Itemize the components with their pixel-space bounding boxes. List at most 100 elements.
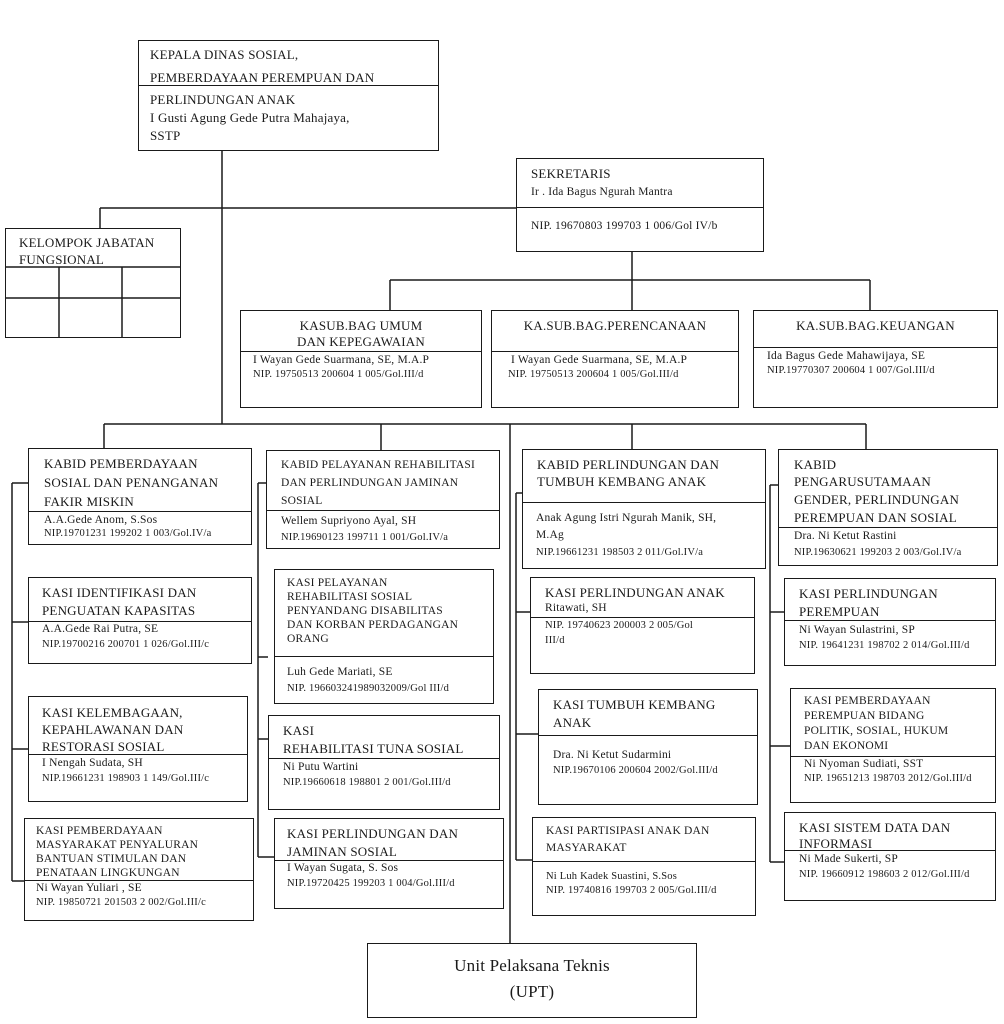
- fungsional-title-line2: FUNGSIONAL: [19, 252, 105, 267]
- kasi-sistem-data-l2: INFORMASI: [799, 836, 873, 851]
- kasi-perlindungan-perempuan-name: Ni Wayan Sulastrini, SP: [799, 624, 915, 636]
- kepala-dinas-box: [138, 40, 439, 151]
- kasi-kelembagaan-box: [28, 696, 248, 802]
- kasi-pelayanan-rehabilitasi-l2: REHABILITASI SOSIAL: [287, 591, 413, 603]
- kasi-kelembagaan-l2: KEPAHLAWANAN DAN: [42, 722, 184, 737]
- kasi-pelayanan-rehabilitasi-l4: DAN KORBAN PERDAGANGAN: [287, 619, 459, 631]
- kasi-kelembagaan-nip: NIP.19661231 198903 1 149/Gol.III/c: [42, 773, 210, 784]
- kasi-pemberdayaan-masyarakat-l4: PENATAAN LINGKUNGAN: [36, 867, 180, 879]
- kasi-partisipasi-anak-nip: NIP. 19740816 199703 2 005/Gol.III/d: [546, 885, 717, 896]
- kasi-perlindungan-jaminan-l2: JAMINAN SOSIAL: [287, 844, 398, 859]
- kasi-tumbuh-kembang-box: [538, 689, 758, 805]
- kasi-perlindungan-anak-name: Ritawati, SH: [545, 602, 607, 614]
- subbag-keuangan-divider: [754, 347, 997, 348]
- kasi-kelembagaan-l1: KASI KELEMBAGAAN,: [42, 705, 183, 720]
- kasi-kelembagaan-l3: RESTORASI SOSIAL: [42, 739, 165, 754]
- kabid-gender-divider: [779, 527, 997, 528]
- kasi-pelayanan-rehabilitasi-box: [274, 569, 494, 704]
- kasi-identifikasi-divider: [29, 621, 251, 622]
- kepala-title-line2: PEMBERDAYAAN PEREMPUAN DAN: [150, 70, 375, 85]
- kasi-tuna-sosial-divider: [269, 758, 499, 759]
- kasi-pelayanan-rehabilitasi-l5: ORANG: [287, 633, 329, 645]
- kasi-pemberdayaan-perempuan-name: Ni Nyoman Sudiati, SST: [804, 758, 924, 770]
- kasi-pelayanan-rehabilitasi-l1: KASI PELAYANAN: [287, 577, 388, 589]
- kasi-sistem-data-l1: KASI SISTEM DATA DAN: [799, 820, 951, 835]
- kasi-tuna-sosial-box: [268, 715, 500, 810]
- kabid-rehabilitasi-l2: DAN PERLINDUNGAN JAMINAN: [281, 477, 459, 489]
- kasi-identifikasi-nip: NIP.19700216 200701 1 026/Gol.III/c: [42, 639, 210, 650]
- kabid-rehabilitasi-name: Wellem Supriyono Ayal, SH: [281, 515, 417, 527]
- kabid-perlindungan-anak-nip: NIP.19661231 198503 2 011/Gol.IV/a: [536, 547, 704, 558]
- kabid-rehabilitasi-l1: KABID PELAYANAN REHABILITASI: [281, 459, 476, 471]
- kasi-pemberdayaan-masyarakat-name: Ni Wayan Yuliari , SE: [36, 882, 142, 894]
- kabid-gender-nip: NIP.19630621 199203 2 003/Gol.IV/a: [794, 547, 962, 558]
- kasi-perlindungan-perempuan-divider: [785, 620, 995, 621]
- kasi-perlindungan-anak-l1: KASI PERLINDUNGAN ANAK: [545, 585, 725, 600]
- kasi-pelayanan-rehabilitasi-name: Luh Gede Mariati, SE: [287, 666, 393, 678]
- kasi-partisipasi-anak-box: [532, 817, 756, 916]
- fungsional-box: [5, 228, 181, 338]
- subbag-keuangan-name: Ida Bagus Gede Mahawijaya, SE: [767, 350, 926, 362]
- kasi-pelayanan-rehabilitasi-divider: [275, 656, 493, 657]
- kasi-perlindungan-jaminan-divider: [275, 860, 503, 861]
- kabid-rehabilitasi-box: [266, 450, 500, 549]
- kasi-pemberdayaan-perempuan-l3: POLITIK, SOSIAL, HUKUM: [804, 725, 949, 737]
- kabid-pemberdayaan-name: A.A.Gede Anom, S.Sos: [44, 514, 158, 526]
- subbag-umum-name: I Wayan Gede Suarmana, SE, M.A.P: [253, 354, 430, 366]
- kasi-perlindungan-jaminan-box: [274, 818, 504, 909]
- subbag-perencanaan-title: KA.SUB.BAG.PERENCANAAN: [523, 318, 707, 333]
- subbag-keuangan-box: [753, 310, 998, 408]
- kasi-pelayanan-rehabilitasi-l3: PENYANDANG DISABILITAS: [287, 605, 443, 617]
- kabid-perlindungan-anak-divider: [523, 502, 765, 503]
- kepala-name-line2: SSTP: [150, 128, 181, 143]
- kepala-title-line3: PERLINDUNGAN ANAK: [150, 92, 296, 107]
- kabid-rehabilitasi-nip: NIP.19690123 199711 1 001/Gol.IV/a: [281, 532, 449, 543]
- kasi-perlindungan-anak-nip: NIP. 19740623 200003 2 005/Gol: [545, 620, 694, 631]
- fungsional-title-line1: KELOMPOK JABATAN: [19, 235, 155, 250]
- kasi-perlindungan-perempuan-l2: PEREMPUAN: [799, 604, 880, 619]
- kasi-pemberdayaan-masyarakat-box: [24, 818, 254, 921]
- subbag-umum-box: [240, 310, 482, 408]
- sekretaris-nip: NIP. 19670803 199703 1 006/Gol IV/b: [531, 220, 718, 232]
- kepala-divider: [139, 85, 438, 86]
- kabid-pemberdayaan-l3: FAKIR MISKIN: [44, 494, 134, 509]
- kasi-sistem-data-divider: [785, 850, 995, 851]
- kasi-pemberdayaan-perempuan-box: [790, 688, 996, 803]
- subbag-keuangan-title: KA.SUB.BAG.KEUANGAN: [796, 318, 955, 333]
- kasi-tumbuh-kembang-divider: [539, 735, 757, 736]
- kasi-partisipasi-anak-name: Ni Luh Kadek Suastini, S.Sos: [546, 871, 678, 882]
- kasi-tumbuh-kembang-l1: KASI TUMBUH KEMBANG: [553, 697, 716, 712]
- kasi-pemberdayaan-masyarakat-l2: MASYARAKAT PENYALURAN: [36, 839, 199, 851]
- kabid-pemberdayaan-l2: SOSIAL DAN PENANGANAN: [44, 475, 219, 490]
- kasi-identifikasi-l1: KASI IDENTIFIKASI DAN: [42, 585, 197, 600]
- kabid-pemberdayaan-nip: NIP.19701231 199202 1 003/Gol.IV/a: [44, 528, 212, 539]
- kasi-partisipasi-anak-l1: KASI PARTISIPASI ANAK DAN: [546, 825, 710, 837]
- kabid-gender-l4: PEREMPUAN DAN SOSIAL: [794, 510, 957, 525]
- kasi-pelayanan-rehabilitasi-nip: NIP. 196603241989032009/Gol III/d: [287, 683, 450, 694]
- kepala-title-line1: KEPALA DINAS SOSIAL,: [150, 47, 299, 62]
- kasi-pemberdayaan-perempuan-nip: NIP. 19651213 198703 2012/Gol.III/d: [804, 773, 972, 784]
- kabid-perlindungan-anak-l2: TUMBUH KEMBANG ANAK: [537, 474, 707, 489]
- subbag-perencanaan-name: I Wayan Gede Suarmana, SE, M.A.P: [511, 354, 688, 366]
- kasi-tuna-sosial-l2: REHABILITASI TUNA SOSIAL: [283, 741, 464, 756]
- kabid-perlindungan-anak-name: Anak Agung Istri Ngurah Manik, SH,: [536, 512, 717, 524]
- kasi-sistem-data-name: Ni Made Sukerti, SP: [799, 853, 898, 865]
- subbag-keuangan-nip: NIP.19770307 200604 1 007/Gol.III/d: [767, 365, 935, 376]
- kasi-tumbuh-kembang-name: Dra. Ni Ketut Sudarmini: [553, 749, 672, 761]
- kasi-pemberdayaan-masyarakat-l3: BANTUAN STIMULAN DAN: [36, 853, 187, 865]
- kasi-perlindungan-jaminan-l1: KASI PERLINDUNGAN DAN: [287, 826, 459, 841]
- kabid-gender-l3: GENDER, PERLINDUNGAN: [794, 492, 960, 507]
- kabid-gender-l1: KABID: [794, 457, 837, 472]
- subbag-umum-divider: [241, 351, 481, 352]
- kasi-tuna-sosial-name: Ni Putu Wartini: [283, 761, 359, 773]
- kasi-pemberdayaan-perempuan-l1: KASI PEMBERDAYAAN: [804, 695, 931, 707]
- kabid-perlindungan-anak-box: [522, 449, 766, 569]
- kabid-gender-l2: PENGARUSUTAMAAN: [794, 474, 932, 489]
- kasi-pemberdayaan-perempuan-divider: [791, 756, 995, 757]
- kasi-perlindungan-anak-divider: [531, 617, 754, 618]
- subbag-umum-nip: NIP. 19750513 200604 1 005/Gol.III/d: [253, 369, 424, 380]
- kasi-kelembagaan-divider: [29, 754, 247, 755]
- kasi-partisipasi-anak-divider: [533, 861, 755, 862]
- sekretaris-box: [516, 158, 764, 252]
